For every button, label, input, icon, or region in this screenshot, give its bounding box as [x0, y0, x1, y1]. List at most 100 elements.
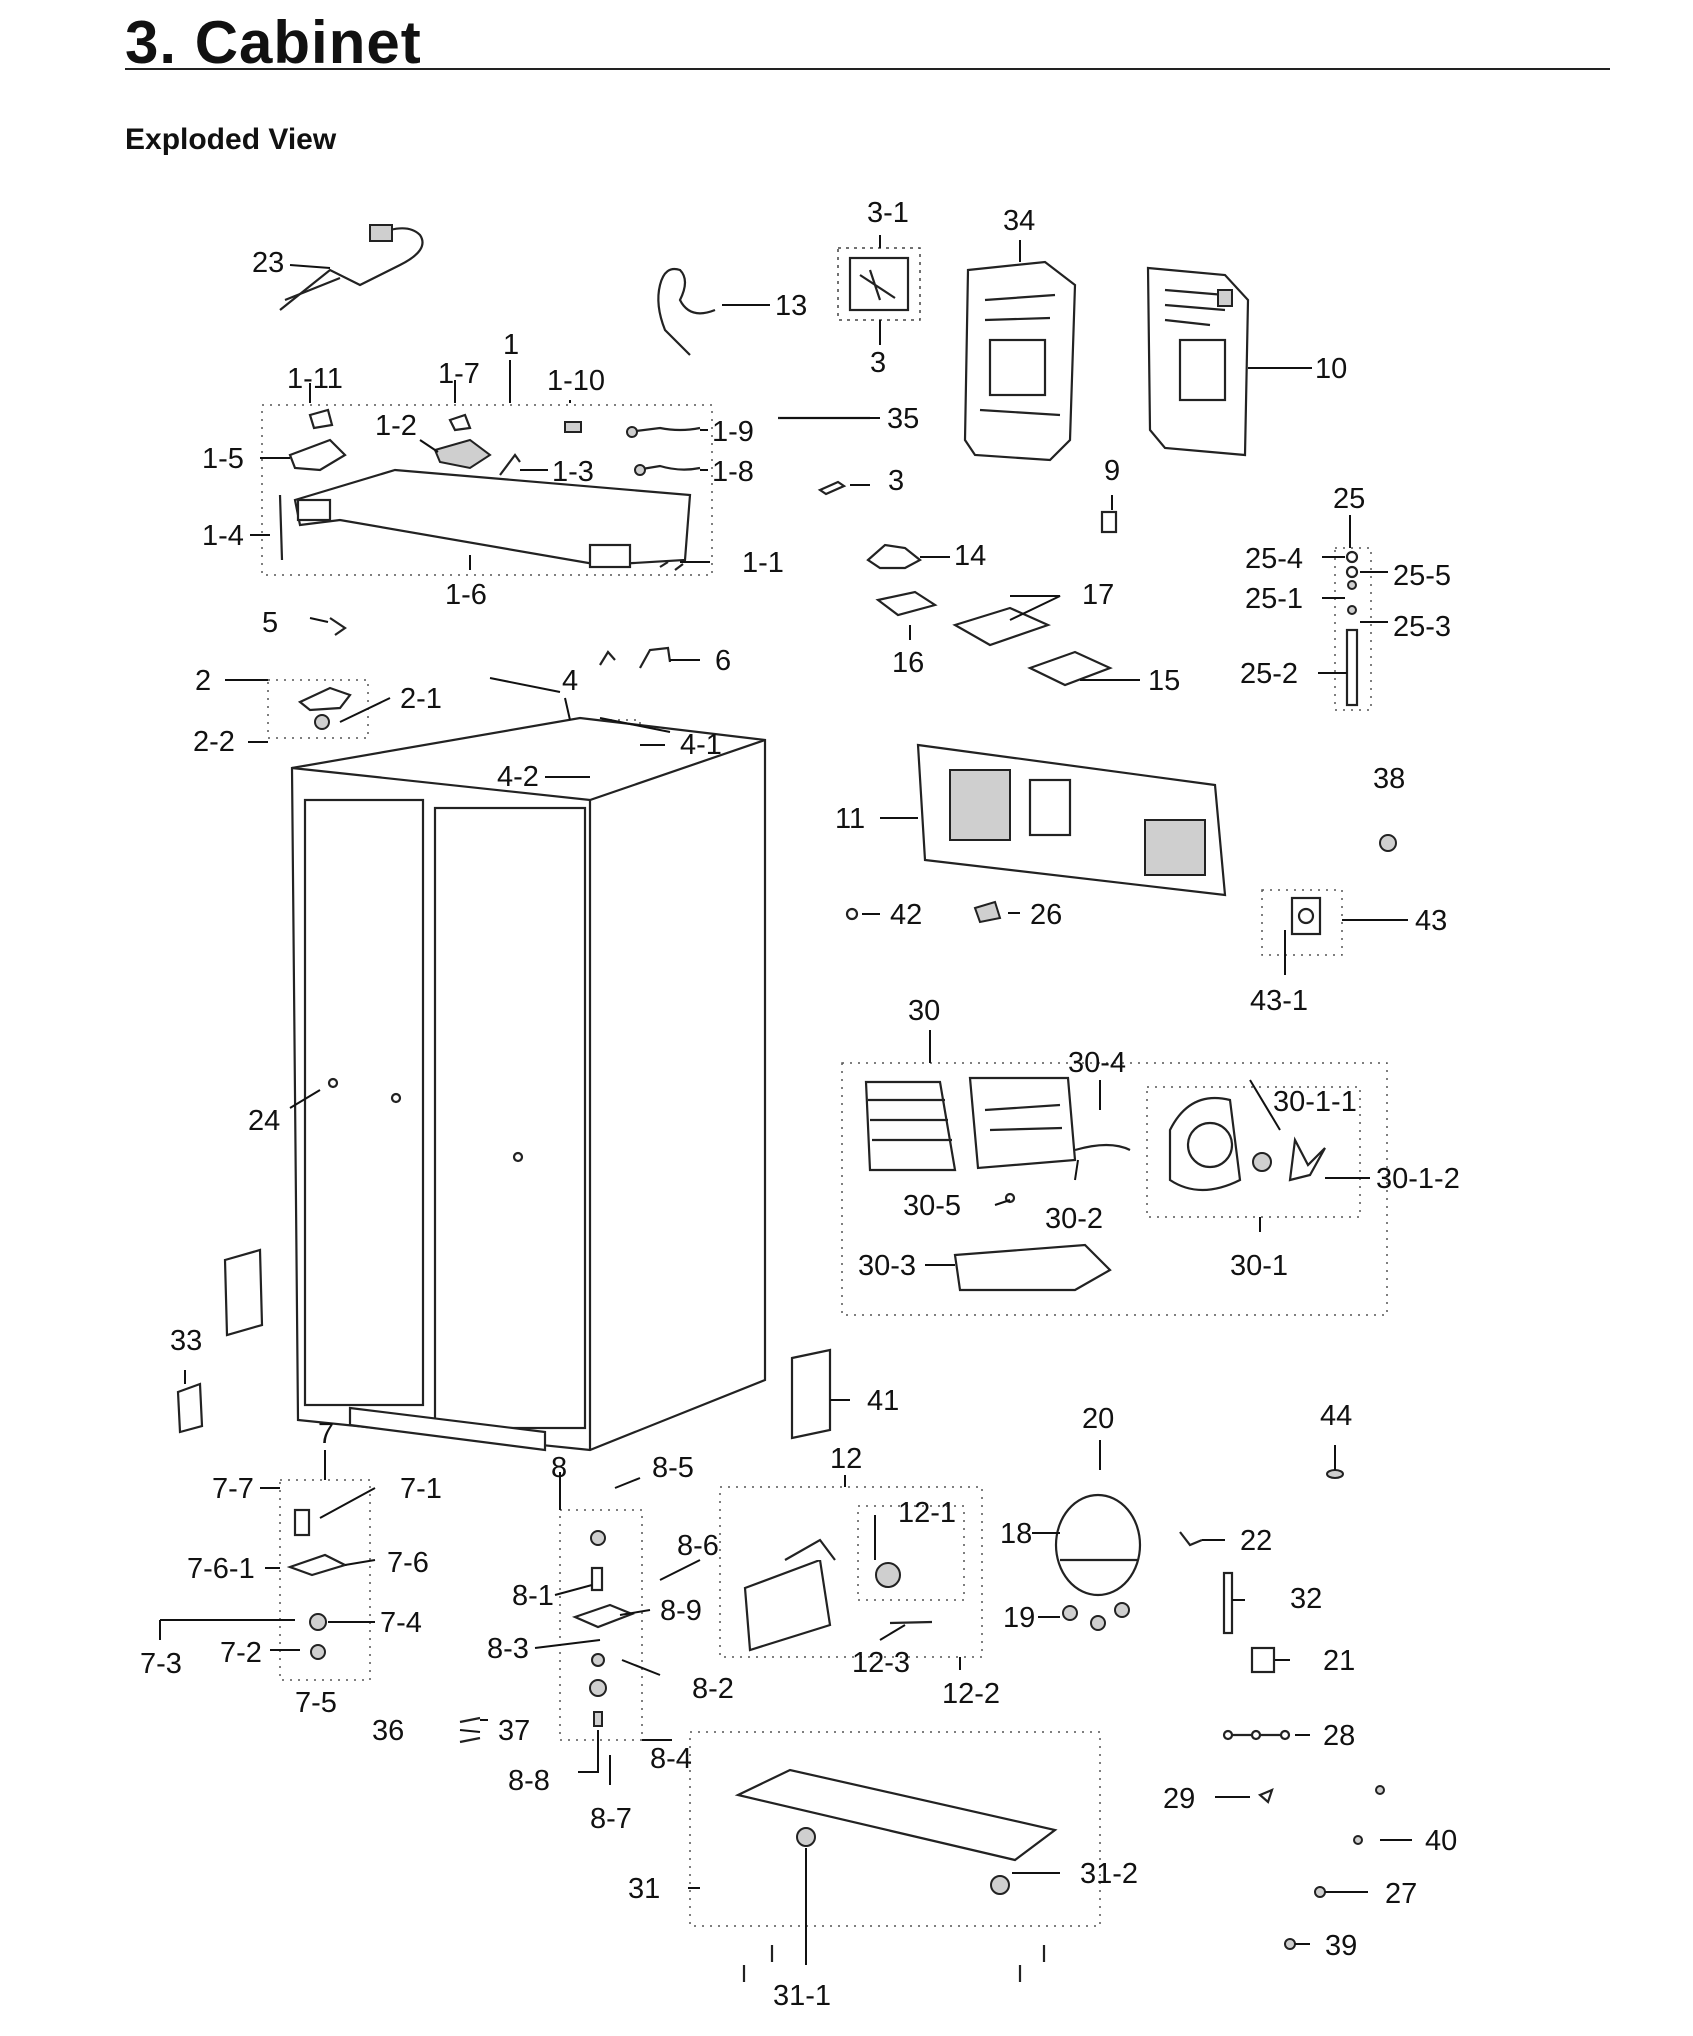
label-30: 30 [908, 995, 940, 1027]
label-7-1: 7-1 [400, 1473, 442, 1505]
base-plate-group-box [689, 1731, 1101, 1927]
label-2-2: 2-2 [193, 726, 235, 758]
exploded-view-heading: Exploded View [125, 123, 337, 156]
label-8-6: 8-6 [677, 1530, 719, 1562]
label-23: 23 [252, 247, 284, 279]
label-1-9: 1-9 [712, 416, 754, 448]
label-15: 15 [1148, 665, 1180, 697]
base-plate-part [734, 1768, 1058, 1982]
label-11: 11 [835, 803, 865, 835]
label-2-1: 2-1 [400, 683, 442, 715]
evaporator-cover-part [916, 743, 1227, 897]
dispenser-housing-part [963, 260, 1077, 462]
part-25-group-box [1334, 547, 1372, 711]
label-19: 19 [1003, 1602, 1035, 1634]
label-24: 24 [248, 1105, 280, 1137]
label-30-5: 30-5 [903, 1190, 961, 1222]
label-12: 12 [830, 1443, 862, 1475]
label-22: 22 [1240, 1525, 1272, 1557]
label-20: 20 [1082, 1403, 1114, 1435]
label-4: 4 [562, 665, 578, 697]
compressor-part [1054, 1493, 1142, 1631]
label-8-4: 8-4 [650, 1743, 692, 1775]
label-1-11: 1-11 [287, 363, 343, 395]
label-4-2: 4-2 [497, 761, 539, 793]
label-7: 7 [318, 1418, 334, 1450]
label-36: 36 [372, 1715, 404, 1747]
label-2: 2 [195, 665, 211, 697]
top-cover-part [293, 468, 692, 567]
label-3-bottom: 3 [888, 465, 904, 497]
top-cover-group-box [261, 404, 713, 576]
label-43: 43 [1415, 905, 1447, 937]
label-8-3: 8-3 [487, 1633, 529, 1665]
label-9: 9 [1104, 455, 1120, 487]
label-12-3: 12-3 [852, 1647, 910, 1679]
parts-drawings [176, 224, 1397, 1982]
label-31-2: 31-2 [1080, 1858, 1138, 1890]
label-7-6: 7-6 [387, 1547, 429, 1579]
tube-part [657, 267, 716, 356]
label-1: 1 [503, 329, 519, 361]
label-8-2: 8-2 [692, 1673, 734, 1705]
label-25-3: 25-3 [1393, 611, 1451, 643]
label-34: 34 [1003, 205, 1035, 237]
nut-38-part [1379, 834, 1397, 852]
label-42: 42 [890, 899, 922, 931]
title-rule [125, 68, 1610, 70]
label-8-1: 8-1 [512, 1580, 554, 1612]
label-30-4: 30-4 [1068, 1047, 1126, 1079]
label-3-1: 3-1 [867, 197, 909, 229]
label-28: 28 [1323, 1720, 1355, 1752]
label-44: 44 [1320, 1400, 1352, 1432]
callout-labels: 23 13 3-1 3 34 10 1 1-11 1-7 1-10 1-2 1-… [140, 197, 1460, 2012]
label-25-4: 25-4 [1245, 543, 1303, 575]
label-1-2: 1-2 [375, 410, 417, 442]
label-25: 25 [1333, 483, 1365, 515]
label-16: 16 [892, 647, 924, 679]
label-27: 27 [1385, 1878, 1417, 1910]
label-8-9: 8-9 [660, 1595, 702, 1627]
label-1-4: 1-4 [202, 520, 244, 552]
label-30-1: 30-1 [1230, 1250, 1288, 1282]
label-13: 13 [775, 290, 807, 322]
label-7-4: 7-4 [380, 1607, 422, 1639]
section-title: 3. Cabinet [125, 9, 422, 76]
label-30-3: 30-3 [858, 1250, 916, 1282]
label-35: 35 [887, 403, 919, 435]
label-40: 40 [1425, 1825, 1457, 1857]
label-1-5: 1-5 [202, 443, 244, 475]
leader-lines [159, 235, 1412, 1965]
label-1-8: 1-8 [712, 456, 754, 488]
label-7-7: 7-7 [212, 1473, 254, 1505]
label-18: 18 [1000, 1518, 1032, 1550]
label-7-6-1: 7-6-1 [187, 1553, 255, 1585]
label-33: 33 [170, 1325, 202, 1357]
label-41: 41 [867, 1385, 899, 1417]
label-29: 29 [1163, 1783, 1195, 1815]
label-7-5: 7-5 [295, 1687, 337, 1719]
label-31-1: 31-1 [773, 1980, 831, 2012]
condenser-assembly-group-box [841, 1062, 1388, 1316]
dispenser-panel-part [1146, 266, 1250, 457]
label-6: 6 [715, 645, 731, 677]
label-5: 5 [262, 607, 278, 639]
label-7-3: 7-3 [140, 1648, 182, 1680]
label-21: 21 [1323, 1645, 1355, 1677]
label-7-2: 7-2 [220, 1637, 262, 1669]
grille-41-part [790, 1348, 832, 1440]
label-30-1-1: 30-1-1 [1273, 1086, 1357, 1118]
cabinet-body-part [290, 716, 767, 1452]
label-12-2: 12-2 [942, 1678, 1000, 1710]
label-1-10: 1-10 [547, 365, 605, 397]
label-10: 10 [1315, 353, 1347, 385]
label-4-1: 4-1 [680, 729, 722, 761]
label-8-7: 8-7 [590, 1803, 632, 1835]
label-14: 14 [954, 540, 986, 572]
label-3-top: 3 [870, 347, 886, 379]
label-39: 39 [1325, 1930, 1357, 1962]
label-1-6: 1-6 [445, 579, 487, 611]
label-25-5: 25-5 [1393, 560, 1451, 592]
label-26: 26 [1030, 899, 1062, 931]
